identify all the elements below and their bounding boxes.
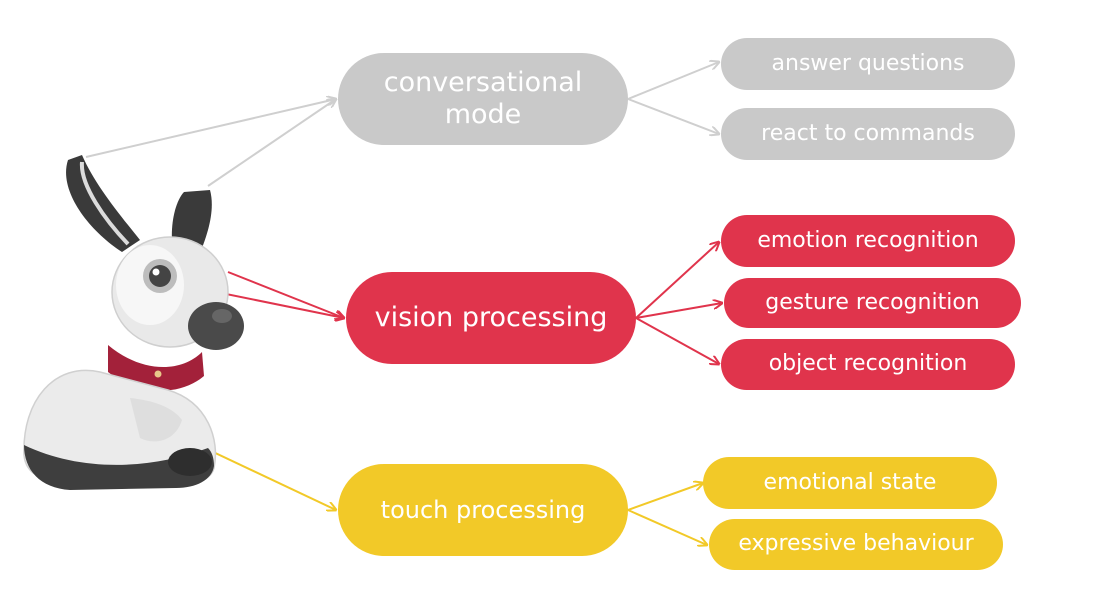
node-conversational-mode-label: conversational mode: [383, 66, 583, 130]
robot-dog-icon: [23, 155, 244, 490]
node-vision-processing: vision processing: [346, 272, 636, 364]
leaf-answer-questions: answer questions: [721, 38, 1015, 90]
arrow-vision-to-object: [635, 317, 719, 364]
node-vision-processing-label: vision processing: [374, 301, 608, 333]
arrow-touch-to-emotional: [627, 483, 703, 511]
leaf-gesture-recognition-label: gesture recognition: [765, 289, 980, 315]
leaf-emotional-state-label: emotional state: [763, 469, 937, 495]
leaf-emotion-recognition-label: emotion recognition: [757, 227, 979, 253]
node-touch-processing-label: touch processing: [380, 495, 586, 524]
arrow-robot-to-conversational-2: [207, 99, 336, 187]
arrow-robot-to-conversational-1: [85, 99, 336, 158]
leaf-react-to-commands: react to commands: [721, 108, 1015, 160]
leaf-object-recognition: object recognition: [721, 339, 1015, 390]
arrow-conversational-to-answer: [627, 62, 719, 100]
leaf-emotional-state: emotional state: [703, 457, 997, 509]
leaf-emotion-recognition: emotion recognition: [721, 215, 1015, 267]
leaf-react-to-commands-label: react to commands: [761, 120, 975, 146]
arrow-touch-to-expressive: [627, 509, 707, 545]
leaf-expressive-behaviour: expressive behaviour: [709, 519, 1003, 570]
node-touch-processing: touch processing: [338, 464, 628, 556]
arrow-conversational-to-react: [627, 98, 719, 134]
arrow-robot-to-vision-2: [227, 271, 344, 318]
arrow-vision-to-emotion: [635, 242, 719, 319]
leaf-gesture-recognition: gesture recognition: [724, 278, 1021, 328]
leaf-expressive-behaviour-label: expressive behaviour: [738, 531, 974, 557]
leaf-answer-questions-label: answer questions: [771, 50, 965, 76]
arrow-vision-to-gesture: [635, 303, 722, 319]
leaf-object-recognition-label: object recognition: [768, 351, 968, 377]
node-conversational-mode: conversational mode: [338, 53, 628, 145]
